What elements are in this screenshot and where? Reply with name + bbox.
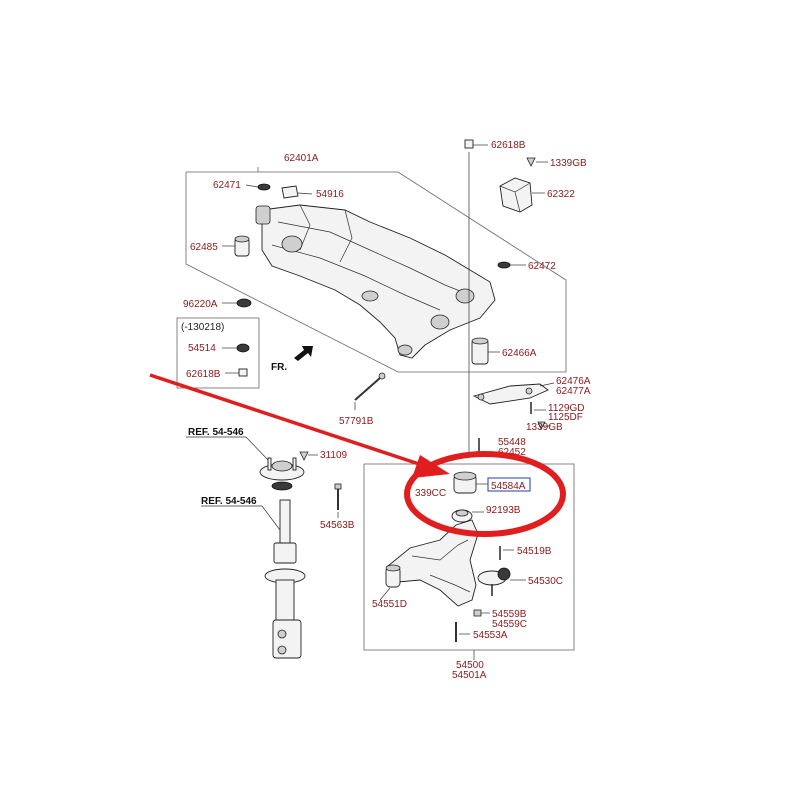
label-54500: 54500 <box>456 660 484 671</box>
label-62618B-box: 62618B <box>186 369 221 380</box>
label-54559C: 54559C <box>492 619 527 630</box>
label-55448: 55448 <box>498 437 526 448</box>
label-62401A: 62401A <box>284 153 319 164</box>
ball-joint-54530C <box>477 567 511 596</box>
label-54916: 54916 <box>316 189 344 200</box>
nut-96220A <box>236 298 252 308</box>
label-62466A: 62466A <box>502 348 537 359</box>
part-54514 <box>236 343 250 353</box>
label-54519B: 54519B <box>517 546 552 557</box>
label-96220A: 96220A <box>183 299 218 310</box>
nut-62618B <box>464 139 474 149</box>
lower-arm-group-outline <box>363 463 575 651</box>
label-62477A: 62477A <box>556 386 591 397</box>
label-339CC: 339CC <box>415 488 446 499</box>
label-fr: FR. <box>271 362 287 373</box>
label-31109: 31109 <box>320 450 348 461</box>
label-54551D: 54551D <box>372 599 407 610</box>
plate-54916 <box>281 185 299 199</box>
label-ref-1: REF. 54-546 <box>188 427 244 438</box>
label-62471: 62471 <box>213 180 241 191</box>
mount-62322 <box>499 177 533 213</box>
subframe-group-outline <box>185 171 567 373</box>
red-highlight-ellipse <box>404 451 566 537</box>
bolt-1339GB-top <box>526 157 536 167</box>
lower-arm-group: 54500 54501A 54584A 339CC 92193B 54551D <box>363 463 575 681</box>
subframe-group: 62401A 62471 54916 62485 <box>183 153 567 373</box>
bush-92193B <box>451 509 473 523</box>
washer-62471 <box>257 183 271 191</box>
strut-assembly: REF. 54-546 31109 REF. 54-546 <box>186 427 348 659</box>
strut-rod <box>279 499 291 546</box>
front-crossmember <box>255 204 496 359</box>
label-1339GB-top: 1339GB <box>550 158 587 169</box>
label-62322: 62322 <box>547 189 575 200</box>
label-92193B: 92193B <box>486 505 521 516</box>
variant-box: (-130218) 54514 62618B <box>176 317 260 389</box>
bush-54584A <box>453 471 477 494</box>
label-57791B: 57791B <box>339 416 374 427</box>
label-1125DF: 1125DF <box>548 412 583 423</box>
label-54553A: 54553A <box>473 630 508 641</box>
bush-62466A <box>471 337 489 365</box>
label-54559B: 54559B <box>492 609 527 620</box>
strut-body <box>275 579 295 621</box>
variant-box-outline <box>176 317 260 389</box>
label-54501A: 54501A <box>452 670 487 681</box>
strut-knuckle-bracket <box>272 619 302 659</box>
bush-62485 <box>234 235 250 257</box>
red-pointer-arrow-shaft <box>149 373 429 469</box>
label-62472: 62472 <box>528 261 556 272</box>
label-54530C: 54530C <box>528 576 563 587</box>
lower-control-arm <box>385 519 479 607</box>
front-direction-arrow: FR. <box>271 346 313 373</box>
strut-dust-cover <box>273 542 297 564</box>
label-1339GB-mid-visible: 1339GB <box>526 422 563 433</box>
nut-31109 <box>299 451 309 461</box>
label-54514: 54514 <box>188 343 216 354</box>
label-54584A: 54584A <box>491 481 526 492</box>
label-62452: 62452 <box>498 447 526 458</box>
bolt-1339GB-mid <box>537 421 546 430</box>
bracket-62476A <box>472 383 549 405</box>
washer-62472 <box>497 261 511 269</box>
red-pointer-arrow-head <box>412 455 450 478</box>
label-54563B: 54563B <box>320 520 355 531</box>
label-62476A: 62476A <box>556 376 591 387</box>
label-range: (-130218) <box>181 322 224 333</box>
label-1129GD: 1129GD <box>548 403 585 414</box>
label-ref-2: REF. 54-546 <box>201 496 257 507</box>
nut-62618B-small <box>238 368 248 377</box>
label-62618B-top: 62618B <box>491 140 526 151</box>
bolt-57791B <box>354 372 386 401</box>
highlight-box-54584A <box>487 477 531 492</box>
label-62485: 62485 <box>190 242 218 253</box>
nut-54559B <box>473 609 482 617</box>
red-annotation <box>149 373 566 537</box>
strut-top-mount <box>259 457 305 491</box>
